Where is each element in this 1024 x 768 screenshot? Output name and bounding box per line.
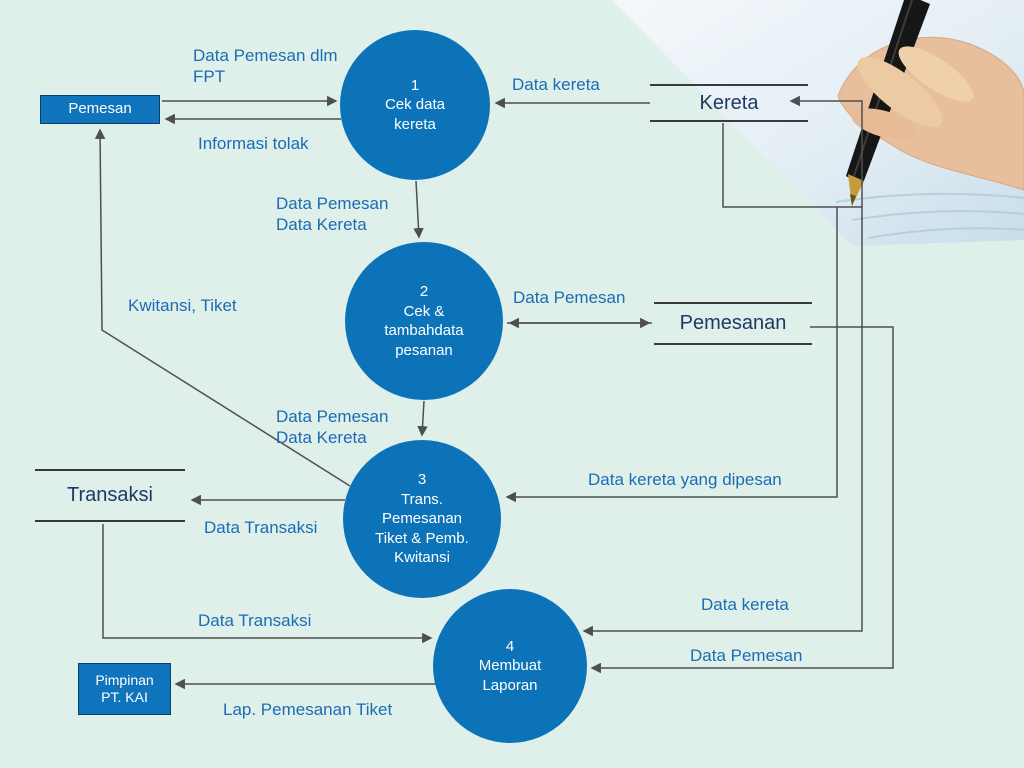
flow-label-data-kereta-top: Data kereta xyxy=(512,74,600,95)
flow-label-data-transaksi-lower: Data Transaksi xyxy=(198,610,311,631)
transaksi-label: Transaksi xyxy=(67,484,153,506)
process-4-line1: Membuat xyxy=(478,657,542,675)
pemesan-label: Pemesan xyxy=(68,100,132,118)
flow-label-line: Data kereta xyxy=(512,75,600,94)
paper-ruled-lines xyxy=(835,192,1024,239)
process-1-line2: kereta xyxy=(394,115,436,133)
flow-label-data-pemesan-data-kereta-1: Data Pemesan Data Kereta xyxy=(276,193,388,235)
flow-label-data-transaksi-upper: Data Transaksi xyxy=(204,517,317,538)
arrow-p1-to-p2 xyxy=(413,180,424,239)
process-3-line2: Pemesanan xyxy=(381,510,463,528)
flow-label-data-pemesan-mid: Data Pemesan xyxy=(513,287,625,308)
arrow-kereta-to-p4 xyxy=(582,206,863,637)
flow-label-line: Data Pemesan dlm xyxy=(193,46,338,65)
flow-label-data-pemesan-dlm-fpt: Data Pemesan dlm FPT xyxy=(193,45,338,87)
data-store-kereta: Kereta xyxy=(650,84,808,122)
hand-pen-photo xyxy=(612,0,1024,246)
process-3-number: 3 xyxy=(417,471,427,489)
flow-label-line: FPT xyxy=(193,67,226,86)
process-4-membuat-laporan: 4 Membuat Laporan xyxy=(433,589,587,743)
flow-label-line: Data Pemesan xyxy=(513,288,626,307)
arrow-p2-to-p3 xyxy=(417,400,428,437)
arrow-into-kereta xyxy=(789,95,863,207)
flow-label-data-kereta-bottom: Data kereta xyxy=(701,594,789,615)
flow-label-line: Data Kereta xyxy=(276,428,367,447)
kereta-label: Kereta xyxy=(699,91,759,114)
process-2-line3: pesanan xyxy=(395,341,453,359)
flow-label-lap-pemesanan-tiket: Lap. Pemesanan Tiket xyxy=(223,699,392,720)
pimpinan-label-line2: PT. KAI xyxy=(101,689,148,705)
arrow-pemesanan-to-p4 xyxy=(590,326,894,674)
fingers-over-pen xyxy=(851,46,974,140)
process-2-cek-tambah-data-pesanan: 2 Cek & tambahdata pesanan xyxy=(345,242,503,400)
process-4-number: 4 xyxy=(505,637,515,655)
flow-label-line: Data kereta xyxy=(701,595,789,614)
process-2-number: 2 xyxy=(419,283,429,300)
flow-label-line: Data Pemesan xyxy=(690,646,803,665)
flow-label-data-pemesan-data-kereta-2: Data Pemesan Data Kereta xyxy=(276,406,388,448)
flow-label-data-kereta-yang-dipesan: Data kereta yang dipesan xyxy=(588,469,782,490)
flow-label-line: Data Pemesan xyxy=(276,407,389,426)
flow-label-line: Kwitansi, Tiket xyxy=(128,296,237,315)
flow-label-kwitansi-tiket: Kwitansi, Tiket xyxy=(128,295,237,316)
flow-label-line: Data Kereta xyxy=(276,215,367,234)
flow-label-line: Lap. Pemesanan Tiket xyxy=(223,700,393,719)
pimpinan-label-line1: Pimpinan xyxy=(95,671,154,688)
process-2-line1: Cek & xyxy=(403,302,445,320)
flow-label-line: Informasi tolak xyxy=(198,134,309,153)
process-3-line4: Kwitansi xyxy=(394,549,450,567)
process-3-transaksi-pemesanan-tiket: 3 Trans. Pemesanan Tiket & Pemb. Kwitans… xyxy=(343,440,501,598)
arrow-transaksi-to-p4 xyxy=(102,524,433,644)
flow-label-line: Data Transaksi xyxy=(204,518,318,537)
flow-label-line: Data kereta yang dipesan xyxy=(588,470,782,489)
pemesanan-label: Pemesanan xyxy=(679,312,787,334)
process-2-line2: tambahdata xyxy=(384,322,464,339)
external-entity-pemesan: Pemesan xyxy=(40,95,160,124)
flow-label-data-pemesan-bottom: Data Pemesan xyxy=(690,645,802,666)
process-3-line3: Tiket & Pemb. xyxy=(375,529,469,547)
flow-label-line: Data Pemesan xyxy=(276,194,389,213)
flow-label-informasi-tolak: Informasi tolak xyxy=(198,133,309,154)
process-3-line1: Trans. xyxy=(401,490,443,508)
flow-label-line: Data Transaksi xyxy=(198,611,312,630)
process-1-cek-data-kereta: 1 Cek data kereta xyxy=(340,30,490,180)
process-4-line2: Laporan xyxy=(482,676,538,694)
data-store-transaksi: Transaksi xyxy=(35,469,185,522)
data-store-pemesanan: Pemesanan xyxy=(654,302,812,345)
external-entity-pimpinan-pt-kai: Pimpinan PT. KAI xyxy=(78,663,171,715)
process-1-line1: Cek data xyxy=(384,96,446,114)
arrow-p3-to-pemesan-kwitansi xyxy=(94,128,351,487)
process-1-number: 1 xyxy=(410,76,420,94)
